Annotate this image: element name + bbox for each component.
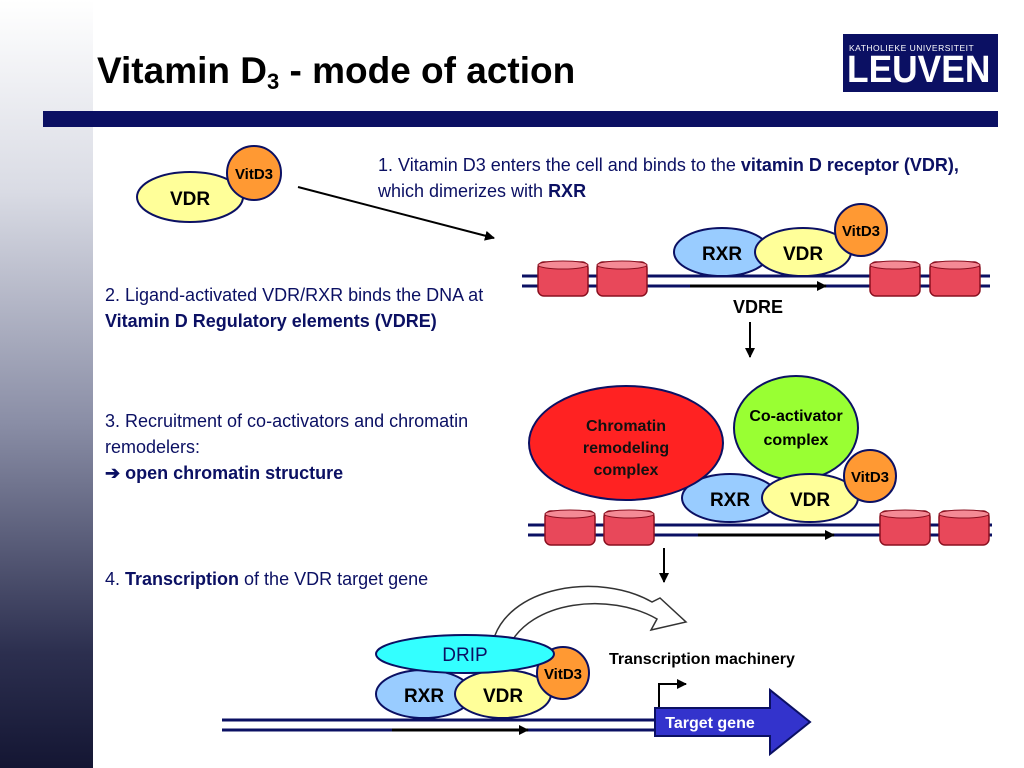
drip-shape [375, 634, 555, 674]
arrow-icon: ➔ [105, 463, 121, 483]
coactivator-complex: Co-activator complex [733, 375, 859, 481]
free-vdr-complex: VDR VitD3 [136, 145, 282, 223]
logo-main-text: LEUVEN [847, 49, 991, 91]
target-gene-arrow: Target gene [654, 687, 812, 757]
bound-dimer-2: RXR VDR VitD3 [681, 449, 897, 523]
vitd3-label: VitD3 [842, 223, 880, 240]
nucleosome [544, 509, 596, 546]
svg-text:complex: complex [764, 432, 829, 449]
sidebar-gradient [0, 0, 93, 768]
binding-arrow [297, 186, 495, 241]
bound-dimer-1: RXR VDR VitD3 [673, 203, 888, 277]
curved-transfer-arrow [491, 585, 688, 649]
university-logo: KATHOLIEKE UNIVERSITEIT LEUVEN [843, 34, 998, 92]
svg-text:Chromatin: Chromatin [586, 418, 666, 435]
nucleosome [603, 509, 655, 546]
chromatin-remodeling-complex: Chromatin remodeling complex [528, 385, 724, 501]
vdr-label: VDR [790, 490, 830, 511]
nucleosome [879, 509, 931, 546]
transcription-start-arrow [658, 679, 687, 708]
rxr-label: RXR [702, 244, 742, 265]
step-4-text: 4. Transcription of the VDR target gene [105, 569, 429, 589]
vdr-label: VDR [483, 686, 523, 707]
header-bar [43, 111, 998, 127]
vitd3-shape [834, 203, 888, 257]
drip-label: DRIP [442, 645, 487, 666]
nucleosome [938, 509, 990, 546]
vitd3-shape [843, 449, 897, 503]
vitd3-label: VitD3 [544, 666, 582, 683]
transcription-complex: RXR VDR VitD3 DRIP [375, 634, 590, 719]
dna-strand-2 [528, 509, 992, 546]
transcription-machinery-label: Transcription machinery [609, 651, 795, 668]
svg-text:Co-activator: Co-activator [749, 408, 842, 425]
svg-text:complex: complex [594, 462, 659, 479]
vdre-label: VDRE [733, 297, 783, 317]
nucleosome [596, 260, 648, 297]
vdr-label: VDR [170, 189, 210, 210]
rxr-label: RXR [404, 686, 444, 707]
nucleosome [537, 260, 589, 297]
vitd3-label: VitD3 [235, 166, 273, 183]
dna-strand-3 [222, 718, 740, 735]
nucleosome [869, 260, 921, 297]
vitd3-label: VitD3 [851, 469, 889, 486]
page-title: Vitamin D3 - mode of action [97, 50, 576, 94]
dna-strand-1 [522, 260, 990, 297]
logo-top-text: KATHOLIEKE UNIVERSITEIT [849, 43, 975, 53]
step-1-text: 1. Vitamin D3 enters the cell and binds … [378, 155, 959, 201]
vitd3-shape [226, 145, 282, 201]
vdr-label: VDR [783, 244, 823, 265]
svg-text:remodeling: remodeling [583, 440, 669, 457]
step-3-text: 3. Recruitment of co-activators and chro… [105, 411, 469, 483]
nucleosome [929, 260, 981, 297]
target-gene-label: Target gene [665, 715, 755, 732]
rxr-label: RXR [710, 490, 750, 511]
step-2-text: 2. Ligand-activated VDR/RXR binds the DN… [105, 285, 484, 331]
